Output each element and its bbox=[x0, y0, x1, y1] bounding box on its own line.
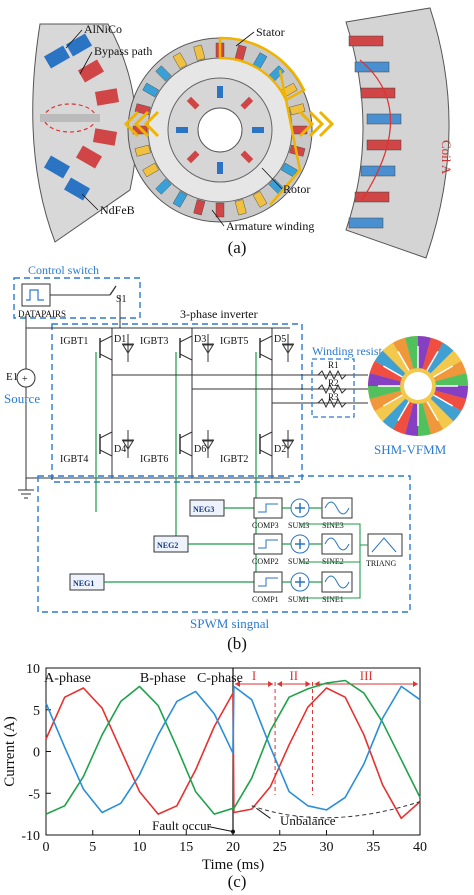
label-sine1: SINE1 bbox=[322, 595, 344, 604]
x-tick-label: 30 bbox=[320, 840, 334, 855]
y-tick-label: 5 bbox=[33, 704, 40, 719]
y-tick-label: 10 bbox=[26, 662, 40, 677]
label-d6: D6 bbox=[194, 444, 206, 455]
y-tick-label: -10 bbox=[21, 829, 40, 844]
label-comp2: COMP2 bbox=[252, 557, 279, 566]
series-label-2: B-phase bbox=[140, 671, 186, 686]
x-tick-label: 15 bbox=[179, 840, 193, 855]
segment-label: II bbox=[289, 668, 298, 683]
label-igbt4: IGBT4 bbox=[60, 454, 88, 465]
y-axis-label: Current (A) bbox=[2, 716, 18, 786]
label-igbt1: IGBT1 bbox=[60, 336, 88, 347]
label-spwm: SPWM singnal bbox=[190, 616, 269, 631]
caption-c: (c) bbox=[227, 872, 247, 891]
x-tick-label: 5 bbox=[89, 840, 96, 855]
label-control-switch: Control switch bbox=[28, 263, 99, 277]
annotation-fault: Fault occur bbox=[152, 818, 212, 833]
label-rotor: Rotor bbox=[283, 182, 310, 196]
control-switch-box bbox=[13, 277, 141, 319]
segment-label: III bbox=[360, 668, 373, 683]
series-line-2 bbox=[45, 679, 421, 815]
svg-text:+: + bbox=[22, 374, 28, 385]
label-igbt6: IGBT6 bbox=[140, 454, 168, 465]
annotation-unbalance: Unbalance bbox=[280, 813, 336, 828]
left-rotor-sector bbox=[32, 23, 137, 243]
x-tick-label: 20 bbox=[226, 840, 240, 855]
label-r2: R2 bbox=[328, 378, 339, 388]
x-tick-label: 25 bbox=[273, 840, 287, 855]
series-label-3: C-phase bbox=[197, 671, 243, 686]
label-igbt5: IGBT5 bbox=[220, 336, 248, 347]
series-line-3 bbox=[45, 685, 421, 814]
block-comp2 bbox=[253, 533, 283, 555]
segment-label: I bbox=[252, 668, 256, 683]
label-d1: D1 bbox=[114, 334, 126, 345]
panel-b: Control switch DATAPAIRS S1 3-phase inve… bbox=[0, 262, 474, 660]
label-neg2: NEG2 bbox=[157, 541, 178, 550]
unbalance-envelope bbox=[251, 801, 421, 819]
caption-a: (a) bbox=[227, 238, 247, 257]
block-comp3 bbox=[253, 497, 283, 519]
label-neg1: NEG1 bbox=[73, 579, 94, 588]
simulation-circuit-diagram: Control switch DATAPAIRS S1 3-phase inve… bbox=[4, 263, 468, 631]
x-tick-label: 40 bbox=[413, 840, 427, 855]
label-igbt2: IGBT2 bbox=[220, 454, 248, 465]
label-bypass-path: Bypass path bbox=[94, 44, 152, 58]
x-axis-label: Time (ms) bbox=[202, 857, 264, 872]
y-tick-label: 0 bbox=[33, 746, 40, 761]
label-stator: Stator bbox=[256, 25, 285, 39]
label-d3: D3 bbox=[194, 334, 206, 345]
label-r1: R1 bbox=[328, 360, 339, 370]
block-comp1 bbox=[253, 571, 283, 593]
label-s1: S1 bbox=[116, 294, 127, 305]
label-neg3: NEG3 bbox=[193, 505, 214, 514]
caption-b: (b) bbox=[227, 634, 247, 653]
label-d4: D4 bbox=[114, 444, 126, 455]
right-chevron-arrows bbox=[298, 110, 335, 138]
label-source: Source bbox=[4, 391, 40, 406]
label-comp1: COMP1 bbox=[252, 595, 279, 604]
label-r3: R3 bbox=[328, 392, 339, 402]
label-comp3: COMP3 bbox=[252, 521, 279, 530]
label-e1: E1 bbox=[6, 371, 18, 383]
inverter-box bbox=[51, 323, 303, 483]
label-ndfeb: NdFeB bbox=[100, 203, 135, 217]
left-chevron-arrows bbox=[123, 110, 160, 138]
spwm-box bbox=[37, 475, 411, 613]
label-coil-a: Coil A bbox=[439, 140, 454, 175]
label-alnico: AlNiCo bbox=[84, 22, 122, 36]
panel-a: AlNiCo Bypass path NdFeB Stator Rotor Ar… bbox=[0, 0, 474, 262]
right-stator-sector bbox=[345, 7, 450, 259]
label-sum2: SUM2 bbox=[288, 557, 309, 566]
label-sum1: SUM1 bbox=[288, 595, 309, 604]
machine-topology-diagram: AlNiCo Bypass path NdFeB Stator Rotor Ar… bbox=[32, 7, 454, 259]
label-armature-winding: Armature winding bbox=[226, 219, 314, 233]
label-sine3: SINE3 bbox=[322, 521, 344, 530]
label-shm-vfmm: SHM-VFMM bbox=[374, 442, 447, 457]
fea-machine-plot bbox=[368, 336, 468, 436]
datapairs-block bbox=[21, 283, 51, 307]
block-triang bbox=[367, 533, 403, 557]
x-tick-label: 35 bbox=[366, 840, 380, 855]
label-datapairs: DATAPAIRS bbox=[18, 309, 66, 319]
label-inverter: 3-phase inverter bbox=[180, 307, 258, 321]
y-tick-label: -5 bbox=[28, 787, 40, 802]
label-igbt3: IGBT3 bbox=[140, 336, 168, 347]
label-sum3: SUM3 bbox=[288, 521, 309, 530]
dc-source-symbol bbox=[16, 368, 36, 388]
label-triang: TRIANG bbox=[366, 559, 396, 568]
label-d2: D2 bbox=[274, 444, 286, 455]
resistor-box bbox=[311, 358, 355, 418]
x-tick-label: 10 bbox=[133, 840, 147, 855]
x-tick-label: 0 bbox=[43, 840, 50, 855]
label-d5: D5 bbox=[274, 334, 286, 345]
series-label-1: A-phase bbox=[44, 671, 91, 686]
center-machine bbox=[127, 36, 313, 223]
